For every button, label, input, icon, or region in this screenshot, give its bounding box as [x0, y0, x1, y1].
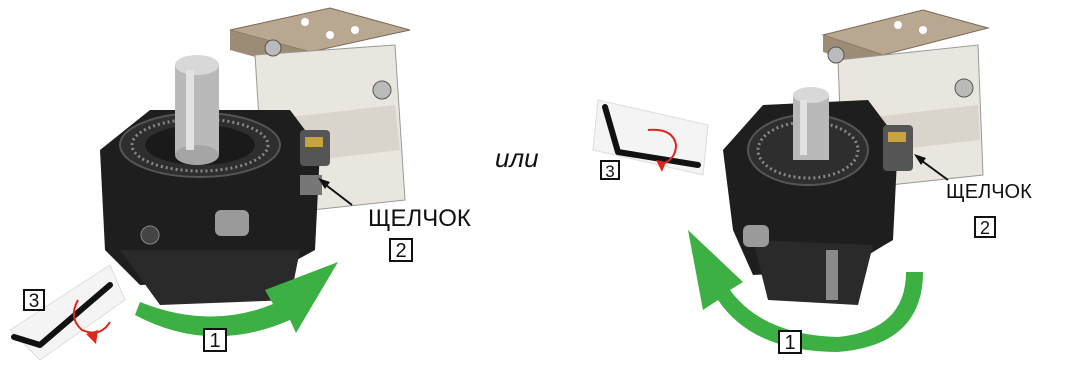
hex-key-icon [9, 264, 126, 361]
left-step-key-box: 3 [23, 289, 45, 311]
right-step-click-box: 2 [974, 216, 996, 238]
right-device-illustration [592, 9, 990, 352]
left-click-label: ЩЕЛЧОК [368, 205, 471, 232]
click-pointer-arrow-icon [914, 154, 949, 181]
right-click-label: ЩЕЛЧОК [946, 181, 1032, 203]
left-device-illustration [9, 7, 411, 361]
left-scene: ЩЕЛЧОК 2 1 3 [9, 7, 471, 361]
right-switch [883, 125, 913, 171]
right-rotary-body [723, 100, 898, 305]
rotate-arrow-icon [688, 230, 923, 352]
rotate-arrow-icon [135, 262, 338, 337]
left-step-click-box: 2 [389, 238, 413, 262]
left-step-rotate-box: 1 [203, 328, 227, 352]
left-switch [300, 130, 330, 166]
hex-key-icon [592, 99, 709, 176]
left-shaft [175, 55, 219, 165]
right-scene: ЩЕЛЧОК 2 1 3 [538, 0, 1076, 367]
right-step-rotate-box: 1 [778, 330, 802, 354]
or-label: или [495, 143, 539, 173]
right-step-key-box: 3 [600, 160, 620, 180]
right-shaft [793, 87, 829, 160]
click-pointer-arrow-icon [318, 178, 353, 206]
